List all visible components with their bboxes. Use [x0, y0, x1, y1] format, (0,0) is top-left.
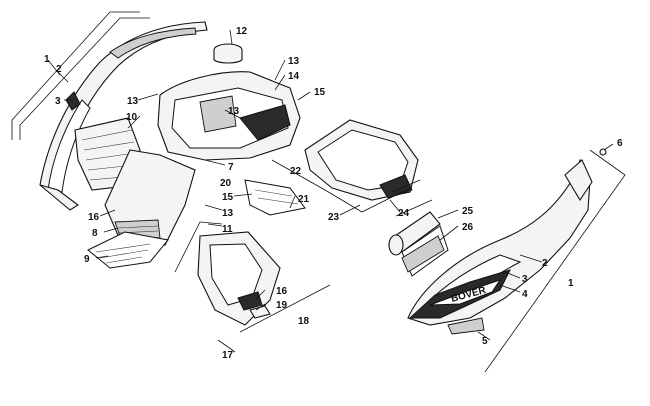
callout-numbers: 1 2 3 10 13 13 12 13 14 15 7 16 8 9 20 1…	[44, 26, 623, 361]
right-side-panel: BOVER	[407, 148, 607, 335]
left-lower-panel	[87, 149, 196, 269]
callout-15b: 15	[222, 192, 234, 203]
callout-13b: 13	[228, 106, 240, 117]
canister-part	[388, 179, 449, 277]
callout-24: 24	[398, 208, 410, 219]
vent-icon	[65, 91, 81, 111]
callout-20: 20	[220, 178, 232, 189]
callout-2a: 2	[56, 64, 62, 75]
callout-13d: 13	[222, 208, 234, 219]
leader-lines	[11, 11, 626, 373]
callout-18: 18	[298, 316, 310, 327]
callout-5: 5	[482, 336, 488, 347]
callout-8: 8	[92, 228, 98, 239]
callout-1b: 1	[568, 278, 574, 289]
lower-bracket-part	[197, 231, 281, 326]
callout-4: 4	[522, 289, 528, 300]
callout-3b: 3	[522, 274, 528, 285]
callout-13a: 13	[127, 96, 139, 107]
callout-3a: 3	[55, 96, 61, 107]
callout-25: 25	[462, 206, 474, 217]
callout-17: 17	[222, 350, 234, 361]
callout-13c: 13	[288, 56, 300, 67]
callout-12: 12	[236, 26, 248, 37]
windshield-part	[244, 179, 306, 216]
callout-1a: 1	[44, 54, 50, 65]
callout-10: 10	[126, 112, 138, 123]
callout-26: 26	[462, 222, 474, 233]
callout-16b: 16	[276, 286, 288, 297]
callout-21: 21	[298, 194, 310, 205]
callout-9: 9	[84, 254, 90, 265]
callout-22: 22	[290, 166, 302, 177]
callout-19: 19	[276, 300, 288, 311]
callout-6: 6	[617, 138, 623, 149]
callout-11: 11	[222, 224, 233, 235]
storage-tray-part	[304, 119, 419, 201]
left-front-cowl	[39, 21, 208, 211]
callout-15a: 15	[314, 87, 326, 98]
callout-16a: 16	[88, 212, 100, 223]
callout-14: 14	[288, 71, 300, 82]
callout-7: 7	[228, 162, 234, 173]
callout-2b: 2	[542, 258, 548, 269]
center-hood-part	[157, 43, 301, 161]
callout-23: 23	[328, 212, 340, 223]
